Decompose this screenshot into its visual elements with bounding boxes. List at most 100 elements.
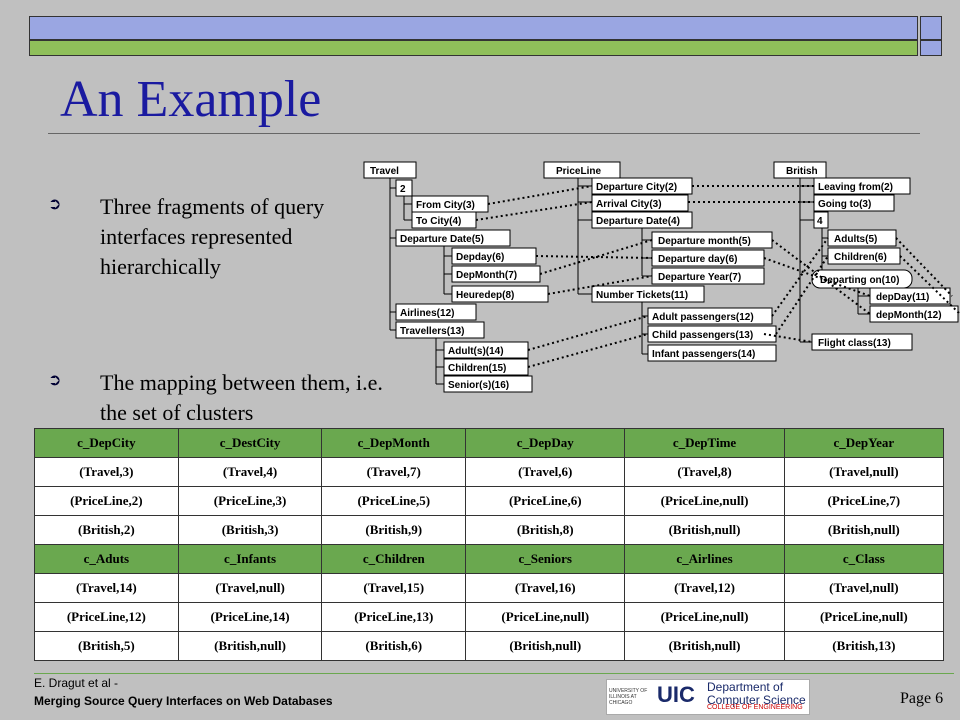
- table-header-cell: c_DepCity: [34, 428, 179, 458]
- tree-node-label: Senior(s)(16): [448, 380, 509, 391]
- tree-node-label: From City(3): [416, 200, 475, 211]
- table-cell: (Travel,12): [624, 573, 785, 603]
- table-header-cell: c_Infants: [177, 544, 323, 574]
- table-header-cell: c_DepYear: [783, 428, 945, 458]
- table-cell: (British,null): [624, 631, 785, 661]
- tree-node-label: Number Tickets(11): [596, 290, 688, 301]
- footer-author: E. Dragut et al -: [34, 676, 119, 690]
- table-header-cell: c_DepTime: [624, 428, 785, 458]
- top-decor-square: [920, 40, 942, 56]
- tree-node-label: Children(6): [834, 252, 887, 263]
- table-cell: (Travel,8): [624, 457, 785, 487]
- table-cell: (PriceLine,null): [624, 486, 785, 516]
- tree-node-label: Adults(5): [834, 234, 877, 245]
- table-header-cell: c_DepMonth: [321, 428, 467, 458]
- table-cell: (Travel,14): [34, 573, 179, 603]
- logo-university-text: UNIVERSITY OF ILLINOIS AT CHICAGO: [609, 688, 648, 706]
- table-header-cell: c_Aduts: [34, 544, 179, 574]
- table-row: (Travel,3)(Travel,4)(Travel,7)(Travel,6)…: [34, 457, 945, 487]
- page-number: Page 6: [900, 690, 944, 707]
- table-cell: (British,8): [465, 515, 626, 545]
- tree-node-label: depDay(11): [876, 292, 929, 303]
- table-cell: (Travel,7): [321, 457, 467, 487]
- hierarchy-diagram: Travel 2 From City(3) To City(4) Departu…: [363, 161, 960, 393]
- tree-node-label: Depday(6): [456, 252, 504, 263]
- slide-title: An Example: [60, 71, 322, 128]
- top-decor-bar-green: [29, 40, 918, 56]
- logo-college-text: COLLEGE OF ENGINEERING: [707, 704, 803, 711]
- table-header-cell: c_Airlines: [624, 544, 785, 574]
- table-header-cell: c_DepDay: [465, 428, 626, 458]
- tree-node-label: Children(15): [448, 363, 506, 374]
- table-cell: (PriceLine,14): [177, 602, 323, 632]
- table-cell: (PriceLine,6): [465, 486, 626, 516]
- table-cell: (British,null): [465, 631, 626, 661]
- tree-node-label: Heuredep(8): [456, 290, 514, 301]
- tree-node-label: Departure day(6): [658, 254, 737, 265]
- table-cell: (Travel,16): [465, 573, 626, 603]
- table-cell: (PriceLine,null): [465, 602, 626, 632]
- tree-node-label: Departure Year(7): [658, 272, 741, 283]
- table-cell: (Travel,3): [34, 457, 179, 487]
- footer-divider: [34, 673, 954, 674]
- table-cell: (PriceLine,3): [177, 486, 323, 516]
- table-row: (PriceLine,2)(PriceLine,3)(PriceLine,5)(…: [34, 486, 945, 516]
- tree-node-label: Arrival City(3): [596, 199, 662, 210]
- table-row: (British,2)(British,3)(British,9)(Britis…: [34, 515, 945, 545]
- table-cell: (Travel,4): [177, 457, 323, 487]
- tree-node-label: Departure City(2): [596, 182, 677, 193]
- table-cell: (Travel,6): [465, 457, 626, 487]
- table-header-cell: c_Class: [783, 544, 945, 574]
- title-divider: [48, 133, 920, 134]
- table-cell: (PriceLine,null): [783, 602, 945, 632]
- table-cell: (British,null): [177, 631, 323, 661]
- bullet-arrow-icon: ➲: [48, 370, 62, 389]
- tree-node-label: Departure month(5): [658, 236, 751, 247]
- table-cell: (Travel,null): [177, 573, 323, 603]
- table-cell: (PriceLine,null): [624, 602, 785, 632]
- bullet-text: Three fragments of query interfaces repr…: [100, 194, 325, 279]
- tree-node-label: Infant passengers(14): [652, 349, 755, 360]
- table-cell: (British,3): [177, 515, 323, 545]
- tree-node-label: Airlines(12): [400, 308, 454, 319]
- table-cell: (British,2): [34, 515, 179, 545]
- tree-node-label: DepMonth(7): [456, 270, 517, 281]
- travel-root-label: Travel: [370, 166, 399, 177]
- table-cell: (British,9): [321, 515, 467, 545]
- table-cell: (Travel,null): [783, 573, 945, 603]
- table-cell: (British,6): [321, 631, 467, 661]
- travel-tree: Travel 2 From City(3) To City(4) Departu…: [363, 161, 549, 393]
- table-cell: (Travel,null): [783, 457, 945, 487]
- table-header-cell: c_DestCity: [177, 428, 323, 458]
- table-header-cell: c_Children: [321, 544, 467, 574]
- table-cell: (British,13): [783, 631, 945, 661]
- table-row: (PriceLine,12)(PriceLine,14)(PriceLine,1…: [34, 602, 945, 632]
- table-cell: (British,null): [624, 515, 785, 545]
- table-cell: (Travel,15): [321, 573, 467, 603]
- uic-cs-logo: UNIVERSITY OF ILLINOIS AT CHICAGO UIC De…: [606, 679, 810, 715]
- tree-node-label: To City(4): [416, 216, 461, 227]
- tree-node-label: Adult(s)(14): [448, 346, 504, 357]
- tree-node-label: Flight class(13): [818, 338, 891, 349]
- mapping-lines: [475, 185, 960, 368]
- tree-node-label: Going to(3): [818, 199, 871, 210]
- footer-talk-title: Merging Source Query Interfaces on Web D…: [34, 694, 333, 708]
- table-header-cell: c_Seniors: [465, 544, 626, 574]
- tree-node-label: Travellers(13): [400, 326, 465, 337]
- table-cell: (PriceLine,12): [34, 602, 179, 632]
- table-cell: (PriceLine,13): [321, 602, 467, 632]
- tree-node-label: Departure Date(5): [400, 234, 484, 245]
- bullet-text: The mapping between them, i.e. the set o…: [100, 370, 383, 425]
- logo-uic-text: UIC: [657, 682, 695, 707]
- british-root-label: British: [786, 166, 818, 177]
- table-cell: (British,null): [783, 515, 945, 545]
- table-row: (British,5)(British,null)(British,6)(Bri…: [34, 631, 945, 661]
- british-tree: British Leaving from(2) Going to(3) 4 Ad…: [773, 161, 959, 351]
- priceline-root-label: PriceLine: [556, 166, 601, 177]
- tree-node-label: Departure Date(4): [596, 216, 680, 227]
- tree-node-label: 2: [400, 184, 406, 195]
- tree-node-label: 4: [817, 216, 823, 227]
